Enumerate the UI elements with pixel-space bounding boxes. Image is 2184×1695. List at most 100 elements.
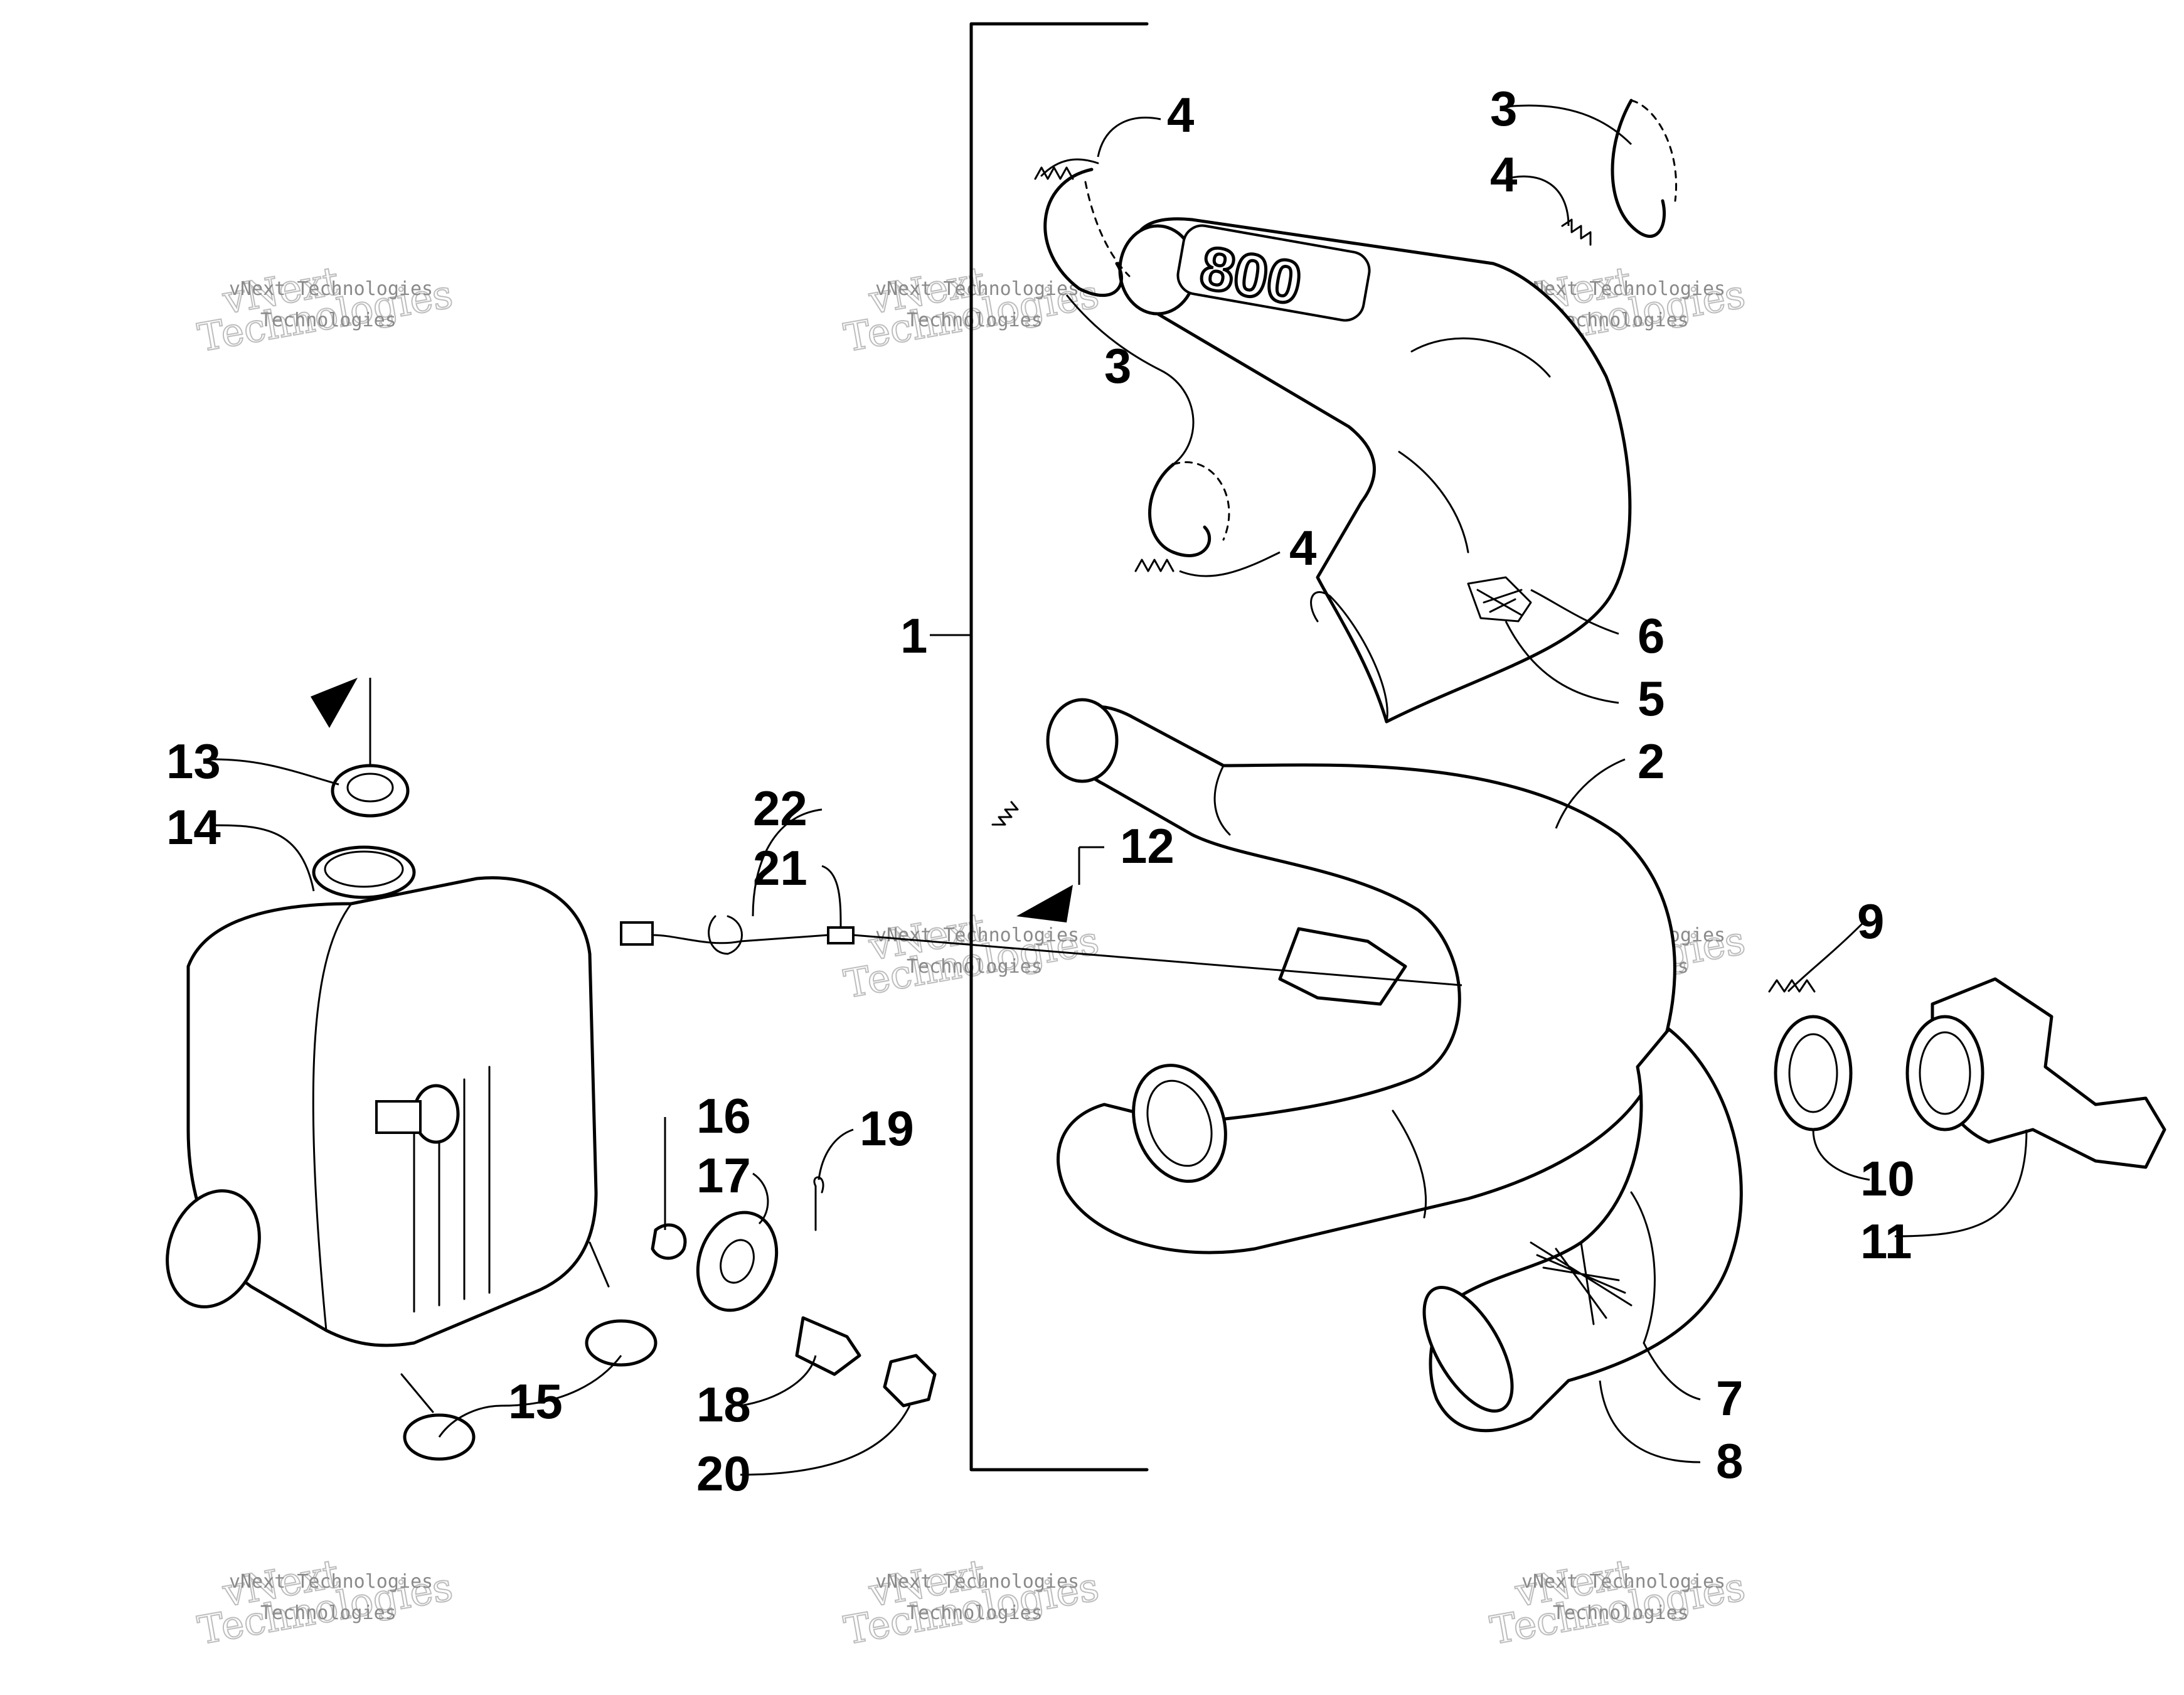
callout-5: 5	[1638, 671, 1665, 726]
watermark: vNext Technologies vNext Technologies Te…	[194, 257, 457, 361]
clamp-mid-teeth	[1172, 461, 1230, 541]
exhaust-pipe	[1046, 698, 1676, 1254]
callout-18: 18	[696, 1377, 751, 1432]
callout-labels: 1 2 3 3 4 4 4 5 6 7 8 9 10 11 12 13 14 1…	[166, 81, 1915, 1501]
callout-17: 17	[696, 1148, 751, 1203]
leader-11	[1894, 1129, 2028, 1238]
temperature-sensor	[827, 926, 855, 944]
spring-top-left	[1040, 158, 1099, 177]
callout-10: 10	[1860, 1151, 1915, 1206]
mount-bolt	[795, 1316, 861, 1376]
sensor-connector	[620, 921, 654, 946]
muffler-ribs	[413, 1066, 491, 1313]
muffler-outlet	[166, 1189, 261, 1308]
exhaust-pipe-seam	[1392, 1110, 1427, 1219]
assembly-bracket	[930, 22, 1149, 1472]
callout-22: 22	[753, 781, 807, 836]
spring-left-coils	[991, 801, 1019, 826]
callout-14: 14	[166, 799, 221, 855]
lower-shield-mesh	[1530, 1241, 1633, 1325]
callout-21: 21	[753, 840, 807, 896]
watermark-text: vNext Technologies	[875, 924, 1079, 946]
muffler-inlet-neck-inner	[324, 850, 404, 888]
exhaust-pipe-inlet	[1046, 698, 1119, 783]
leader-15-a	[438, 1404, 503, 1438]
clamp-mid	[1148, 463, 1212, 557]
leader-13	[213, 758, 339, 786]
mount-studs	[400, 1241, 610, 1413]
callout-1: 1	[900, 608, 927, 663]
heat-shield-edge	[1310, 591, 1388, 723]
leader-4-top-right	[1505, 175, 1570, 227]
watermark-text: Technologies	[907, 1602, 1043, 1624]
exhaust-pipe-body	[1057, 705, 1676, 1254]
sensor-alignment-line	[853, 934, 1462, 987]
watermark-text: Technologies	[260, 1602, 397, 1624]
callout-7: 7	[1716, 1371, 1743, 1426]
clamp-top-left-teeth	[1084, 181, 1131, 277]
callout-4: 4	[1289, 520, 1316, 575]
leader-lines	[213, 104, 2028, 1476]
watermark: vNext Technologies vNext Technologies Te…	[840, 1550, 1103, 1654]
spring-top-right-coils	[1561, 218, 1592, 246]
muffler-inlet-neck	[312, 845, 416, 899]
leader-3-top-right	[1505, 104, 1633, 146]
heat-shield-contour	[1398, 337, 1551, 553]
watermark-text: vNext Technologies	[229, 278, 433, 300]
leader-14	[213, 824, 315, 892]
heat-shield-patch	[1467, 576, 1532, 623]
springs-and-clamps	[991, 99, 1816, 993]
leader-9	[1787, 921, 1865, 993]
muffler-seam	[312, 902, 353, 1332]
leader-5	[1505, 621, 1619, 704]
leader-18	[740, 1355, 817, 1407]
muffler-mount-tab	[375, 1100, 422, 1134]
exhaust-pipe-outlet	[1132, 1064, 1227, 1183]
muffler	[166, 845, 598, 1347]
lower-shield-contour	[1630, 1191, 1656, 1344]
grommet-ring-inner	[346, 773, 394, 803]
callout-2: 2	[1638, 734, 1665, 789]
clamp-top-right	[1611, 99, 1666, 238]
callout-4: 4	[1490, 147, 1517, 202]
callout-3: 3	[1490, 81, 1517, 136]
watermark-text: Technologies	[907, 309, 1043, 331]
rubber-grommet-hole	[720, 1239, 755, 1284]
spring-right-coils	[1768, 979, 1816, 993]
leader-22	[752, 808, 823, 917]
watermark-text: vNext Technologies	[229, 1571, 433, 1593]
leader-4-mid	[1179, 551, 1281, 577]
leader-20	[740, 1405, 911, 1476]
bracket-line	[969, 22, 1149, 1472]
reference-arrow	[311, 678, 358, 728]
lower-shield	[1422, 1027, 1743, 1433]
clamp-top-left	[1043, 168, 1123, 297]
heat-shield-patch-mesh	[1476, 589, 1523, 616]
leader-3-mid	[1065, 294, 1161, 372]
callout-19: 19	[860, 1101, 914, 1156]
exhaust-pipe-seam	[1213, 764, 1231, 836]
watermark-text: vNext Technologies	[875, 1571, 1079, 1593]
rubber-grommet	[696, 1211, 779, 1312]
callout-3: 3	[1104, 338, 1131, 393]
leader-21	[821, 865, 842, 928]
leader-7	[1643, 1342, 1701, 1401]
callout-8: 8	[1716, 1433, 1743, 1489]
callout-16: 16	[696, 1088, 751, 1143]
watermark-text: vNext Technologies	[875, 278, 1079, 300]
watermark-text: Technologies	[260, 309, 397, 331]
watermark-text: vNext Technologies	[1521, 1571, 1725, 1593]
rubber-mount-b	[585, 1319, 658, 1367]
leader-8	[1599, 1380, 1701, 1463]
leader-4-top	[1097, 117, 1161, 158]
lower-shield-body	[1429, 1027, 1743, 1433]
grommet	[311, 678, 410, 818]
watermark-text: Technologies	[1553, 1602, 1689, 1624]
manifold-assembly	[1774, 977, 2166, 1169]
gasket-ring-inner	[1788, 1033, 1838, 1113]
manifold-flange	[1905, 1015, 1984, 1131]
reference-arrow	[1016, 885, 1073, 922]
leader-10	[1812, 1129, 1870, 1181]
